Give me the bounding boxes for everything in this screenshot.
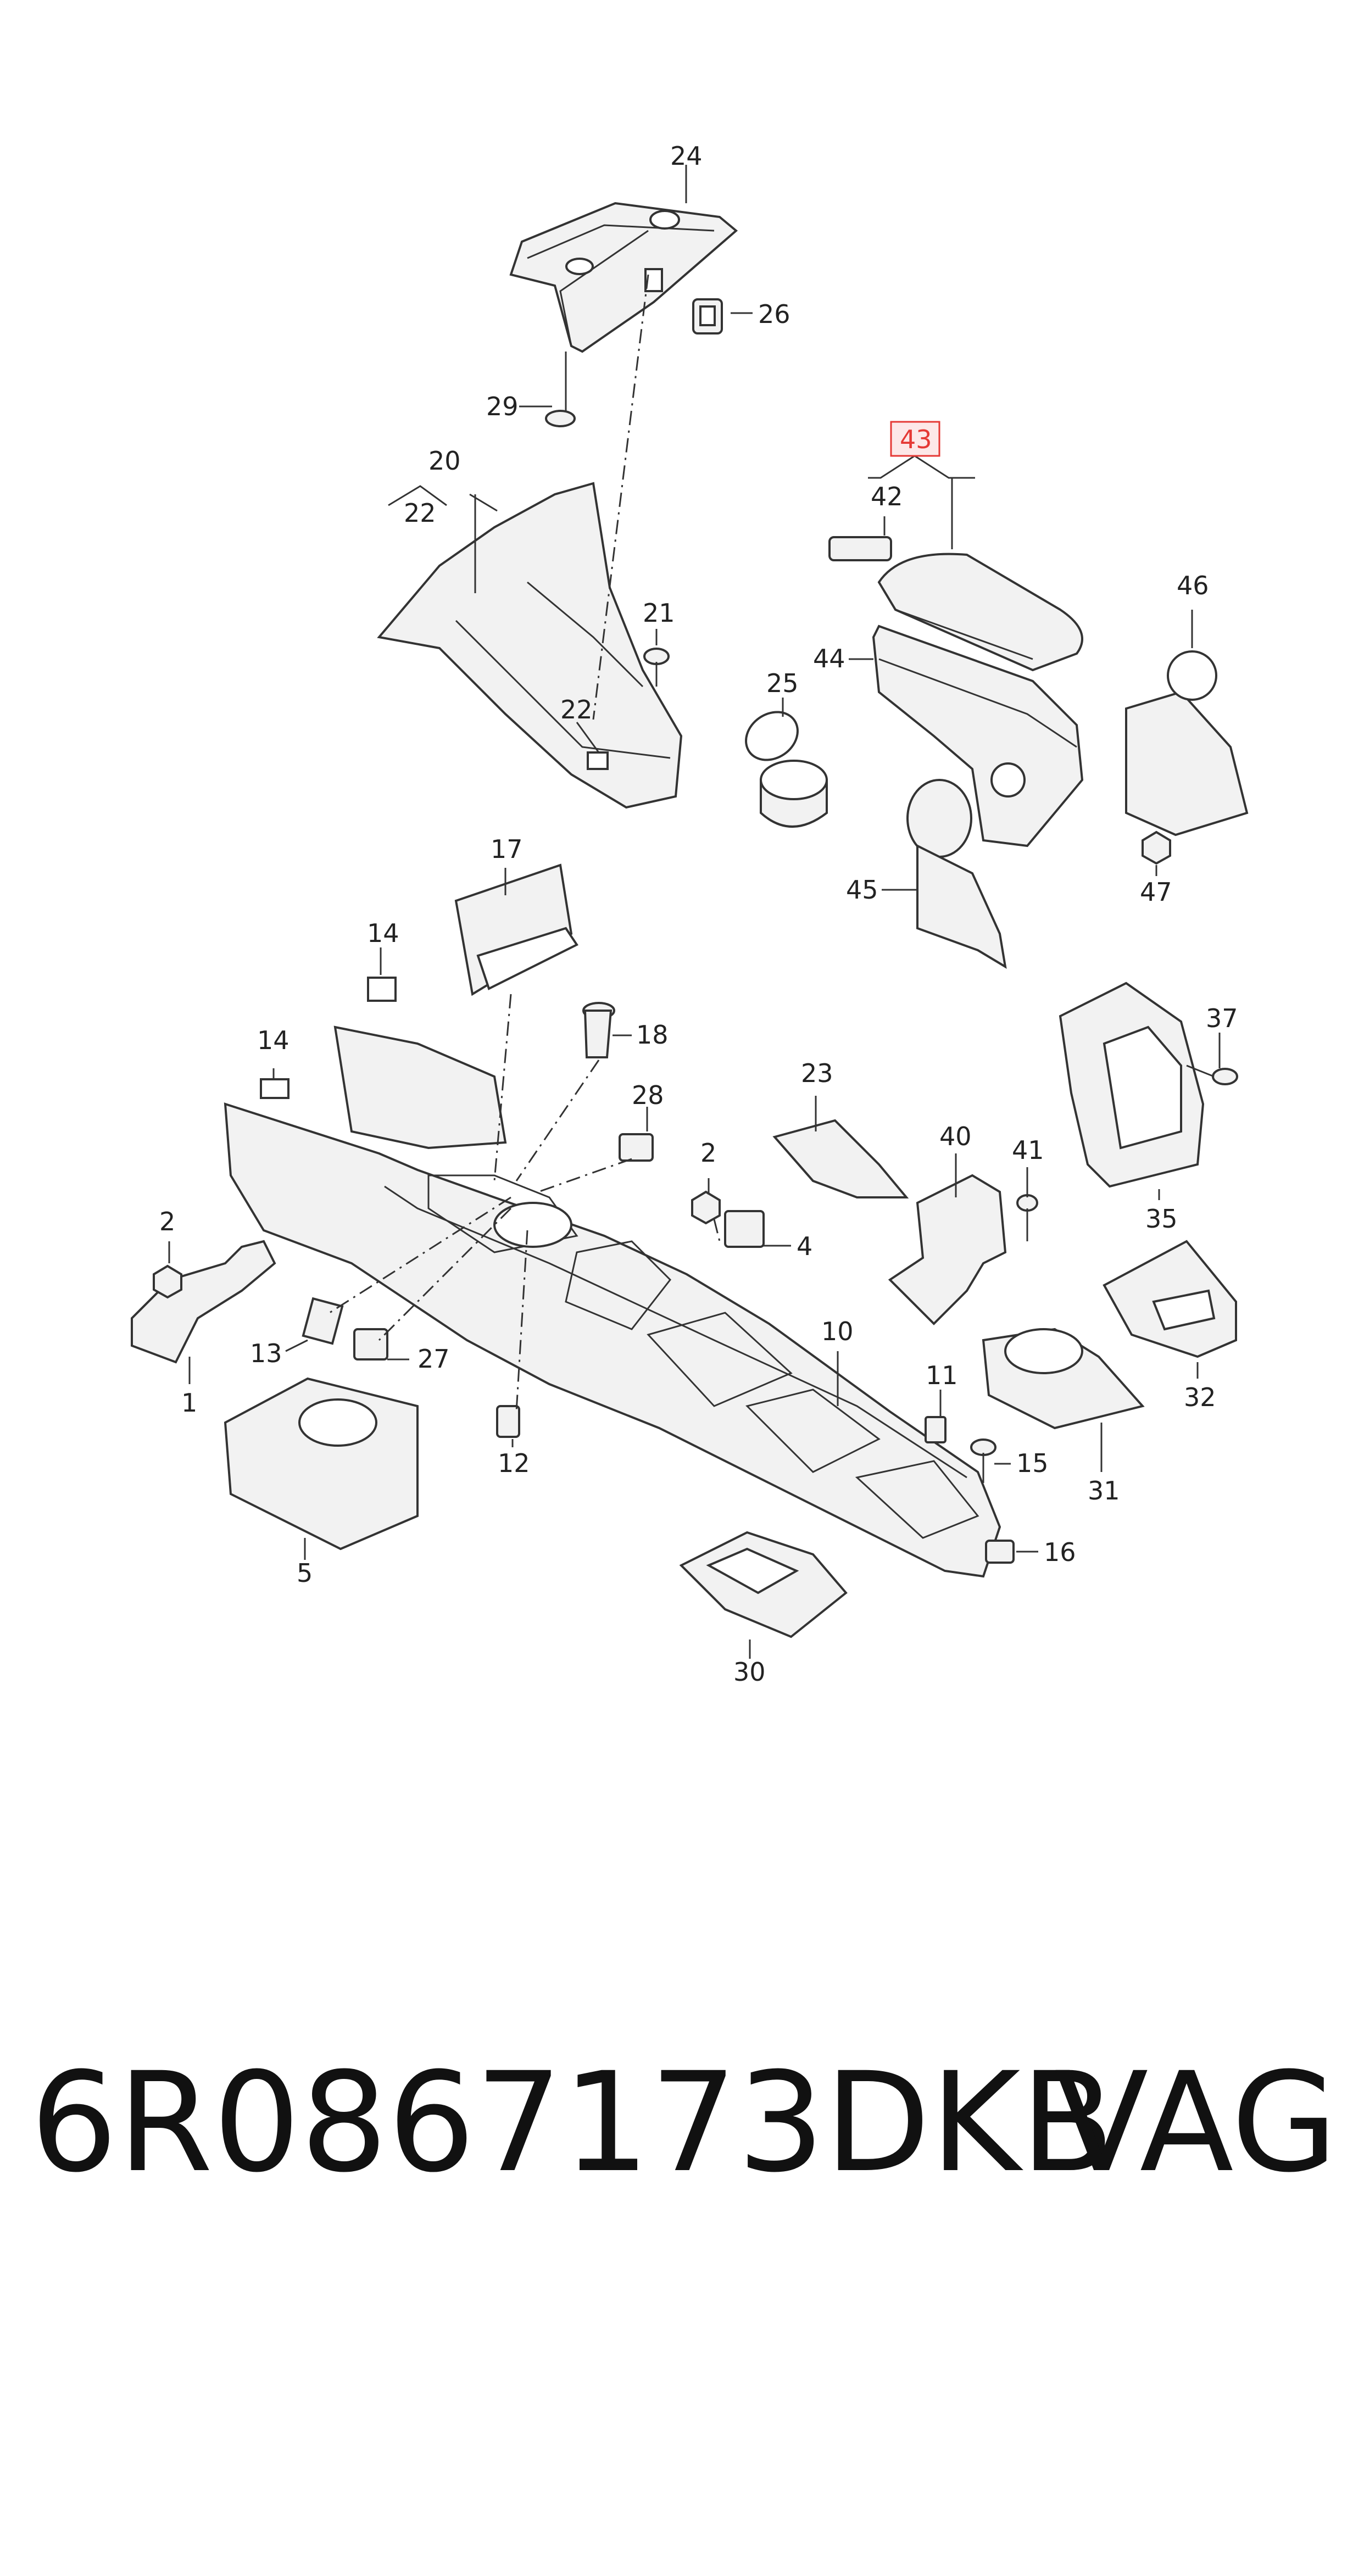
callout-18: 18 — [636, 1020, 669, 1050]
part-45-support — [906, 779, 1007, 969]
leader-lines — [168, 165, 1221, 1659]
part-26-clip — [692, 298, 723, 334]
part-18-socket — [582, 1002, 615, 1058]
callout-16: 16 — [1044, 1537, 1076, 1567]
part-35-cover — [1059, 982, 1205, 1188]
callout-44: 44 — [813, 644, 845, 673]
part-17-storage — [454, 863, 578, 996]
callout-2-right: 2 — [700, 1138, 716, 1168]
callout-21: 21 — [643, 598, 675, 628]
callout-14-lower: 14 — [257, 1025, 289, 1055]
callout-11: 11 — [926, 1361, 958, 1390]
callout-30: 30 — [733, 1657, 766, 1687]
callout-20: 20 — [428, 446, 461, 476]
callout-22-lower: 22 — [560, 695, 593, 724]
callout-40: 40 — [939, 1122, 972, 1151]
part-29-screw — [545, 352, 576, 427]
part-37-screw — [1186, 1064, 1238, 1085]
highlight-box-43 — [890, 421, 940, 457]
callout-46: 46 — [1177, 571, 1209, 600]
callout-10: 10 — [821, 1317, 854, 1346]
part-27-switch — [353, 1328, 388, 1361]
part-30-tray — [679, 1531, 848, 1638]
alignment-line — [493, 994, 512, 1181]
alignment-line — [538, 1158, 632, 1193]
part-46-hinge — [1125, 650, 1249, 837]
part-42-lid-insert — [828, 536, 892, 561]
callout-23: 23 — [801, 1058, 833, 1088]
part-21-screw — [643, 648, 670, 687]
part-40-bracket — [888, 1174, 1007, 1325]
part-20-rear-trim — [377, 482, 683, 809]
part-12-clip — [496, 1405, 520, 1438]
part-1-bracket — [131, 1240, 276, 1364]
callout-28: 28 — [632, 1080, 664, 1110]
part-caption: 6R0867173DKB VAG — [30, 2032, 1338, 2213]
part-25-cup — [745, 711, 828, 828]
part-4-clip — [724, 1210, 765, 1248]
callout-12: 12 — [498, 1448, 530, 1478]
part-28-cap — [619, 1133, 654, 1162]
brand-name: VAG — [1054, 2043, 1338, 2203]
part-11-clip — [925, 1416, 947, 1443]
part-24-tray — [509, 202, 738, 353]
callout-14-upper: 14 — [367, 918, 399, 948]
callout-43: 43 — [900, 425, 932, 454]
callout-15: 15 — [1016, 1448, 1049, 1478]
callout-29: 29 — [486, 392, 519, 421]
callout-47: 47 — [1140, 877, 1172, 907]
callout-37: 37 — [1206, 1003, 1238, 1033]
part-14-pad-lower — [260, 1078, 289, 1099]
callout-5: 5 — [297, 1558, 313, 1588]
alignment-line — [378, 1207, 512, 1341]
alignment-line — [515, 1230, 528, 1412]
alignment-line — [329, 1196, 511, 1314]
part-32-panel — [1103, 1240, 1237, 1358]
alignment-line — [515, 1060, 600, 1181]
callout-45: 45 — [846, 875, 878, 905]
part-14-pad-upper — [367, 977, 397, 1002]
callout-26: 26 — [758, 299, 790, 329]
callout-31: 31 — [1088, 1476, 1120, 1506]
parts-diagram: 24 26 29 20 22 21 22 25 43 42 44 45 46 4… — [131, 141, 1249, 1687]
callout-22-upper: 22 — [404, 498, 436, 528]
part-2-nut-right — [691, 1190, 721, 1225]
part-23-cover — [772, 1119, 909, 1198]
part-10-center-console — [224, 1025, 1001, 1578]
callout-32: 32 — [1184, 1382, 1216, 1412]
part-31-gear-surround — [982, 1328, 1145, 1430]
part-43-armrest — [877, 553, 1083, 672]
callout-13: 13 — [250, 1339, 282, 1368]
part-5-gear-boot — [224, 1377, 419, 1551]
callout-17: 17 — [491, 834, 523, 864]
callout-35: 35 — [1145, 1204, 1178, 1234]
callout-24: 24 — [670, 141, 703, 171]
part-15-screw — [970, 1438, 996, 1483]
callout-1: 1 — [181, 1388, 197, 1418]
part-16-clip — [985, 1540, 1015, 1564]
alignment-line — [592, 274, 649, 720]
part-2-nut-left — [153, 1264, 182, 1299]
callout-25: 25 — [766, 668, 799, 698]
callout-42: 42 — [871, 482, 903, 511]
callout-4: 4 — [797, 1231, 812, 1261]
part-13-cover — [302, 1297, 344, 1345]
callout-labels: 24 26 29 20 22 21 22 25 43 42 44 45 46 4… — [159, 141, 1238, 1687]
part-44-armrest-base — [872, 625, 1084, 847]
callout-2-left: 2 — [159, 1207, 175, 1236]
part-47-nut — [1142, 830, 1171, 865]
callout-41: 41 — [1012, 1135, 1044, 1165]
part-41-screw — [1016, 1194, 1038, 1241]
callout-27: 27 — [417, 1344, 450, 1374]
part-number: 6R0867173DKB — [30, 2043, 1115, 2203]
alignment-line — [713, 1219, 721, 1242]
